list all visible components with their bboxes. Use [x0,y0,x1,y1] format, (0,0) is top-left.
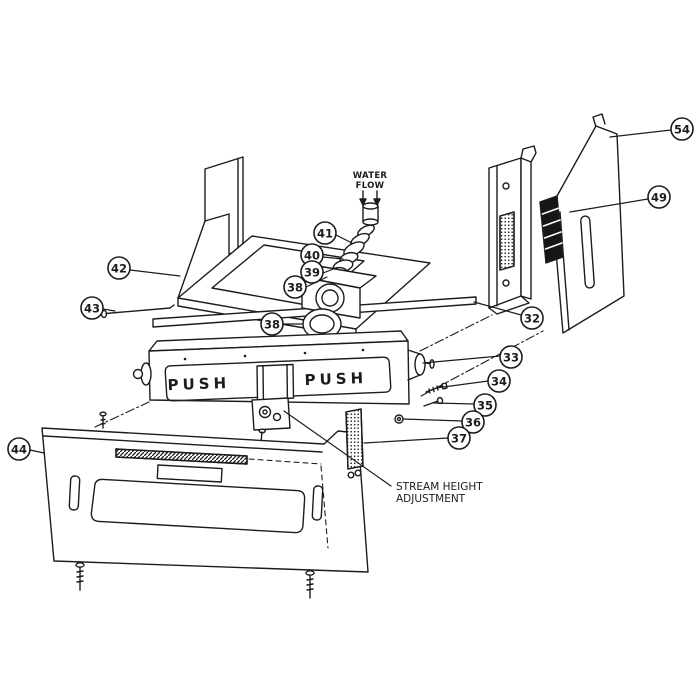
stream-height-line1: STREAM HEIGHT [396,481,483,493]
push-label-left: PUSH [167,374,230,394]
down-arrow-icon [373,190,381,206]
callout-40: 40 [300,243,344,267]
screw-icon [99,411,107,429]
callout-32: 32 [473,301,544,330]
callout-38-lower: 38 [260,312,304,336]
water-flow-line1: WATER [353,171,388,181]
callout-44-number: 44 [11,442,27,456]
callout-38-upper: 38 [283,275,328,299]
callout-36: 36 [402,410,485,434]
callout-49: 49 [569,185,671,213]
callout-35-number: 35 [477,398,493,412]
mounting-bracket [488,145,537,315]
callout-37-number: 37 [451,431,467,445]
callout-40-number: 40 [304,248,320,262]
callout-54-number: 54 [674,122,690,136]
callout-54: 54 [609,117,694,141]
callout-35: 35 [433,393,497,417]
push-label-right: PUSH [304,369,367,389]
screw-icon [75,562,85,591]
callout-33-number: 33 [503,350,519,364]
callout-41: 41 [313,221,353,245]
callout-43-number: 43 [84,301,100,315]
callout-44: 44 [7,437,45,461]
callout-34: 34 [435,369,511,393]
center-lines [94,314,544,428]
screw-icon [305,570,315,599]
callouts: 54 49 41 42 40 [7,117,694,461]
stream-height-line2: ADJUSTMENT [396,493,466,505]
lower-front-panel [41,411,369,599]
callout-39-number: 39 [304,265,320,279]
down-arrow-icon [359,190,367,206]
water-flow-line2: FLOW [356,181,385,191]
callout-32-number: 32 [524,311,540,325]
water-flow-label: WATER FLOW [353,171,388,206]
retaining-rod [100,304,175,319]
push-button-bar: PUSH PUSH [132,330,435,405]
callout-33: 33 [422,345,523,369]
callout-37: 37 [363,426,471,450]
callout-34-number: 34 [491,374,507,388]
callout-38-lower-number: 38 [264,317,280,331]
callout-39: 39 [300,260,337,284]
callout-43: 43 [80,296,116,320]
stream-height-label: STREAM HEIGHT ADJUSTMENT [283,410,483,505]
gasket-strip [539,195,564,264]
callout-42-number: 42 [111,261,127,275]
callout-49-number: 49 [651,190,667,204]
fasteners [394,382,448,424]
callout-41-number: 41 [317,226,333,240]
callout-38-upper-number: 38 [287,280,303,294]
side-panel [551,113,625,334]
callout-36-number: 36 [465,415,481,429]
callout-42: 42 [107,256,181,280]
bubbler-assembly [301,202,379,340]
stream-height-adjuster [251,397,291,443]
